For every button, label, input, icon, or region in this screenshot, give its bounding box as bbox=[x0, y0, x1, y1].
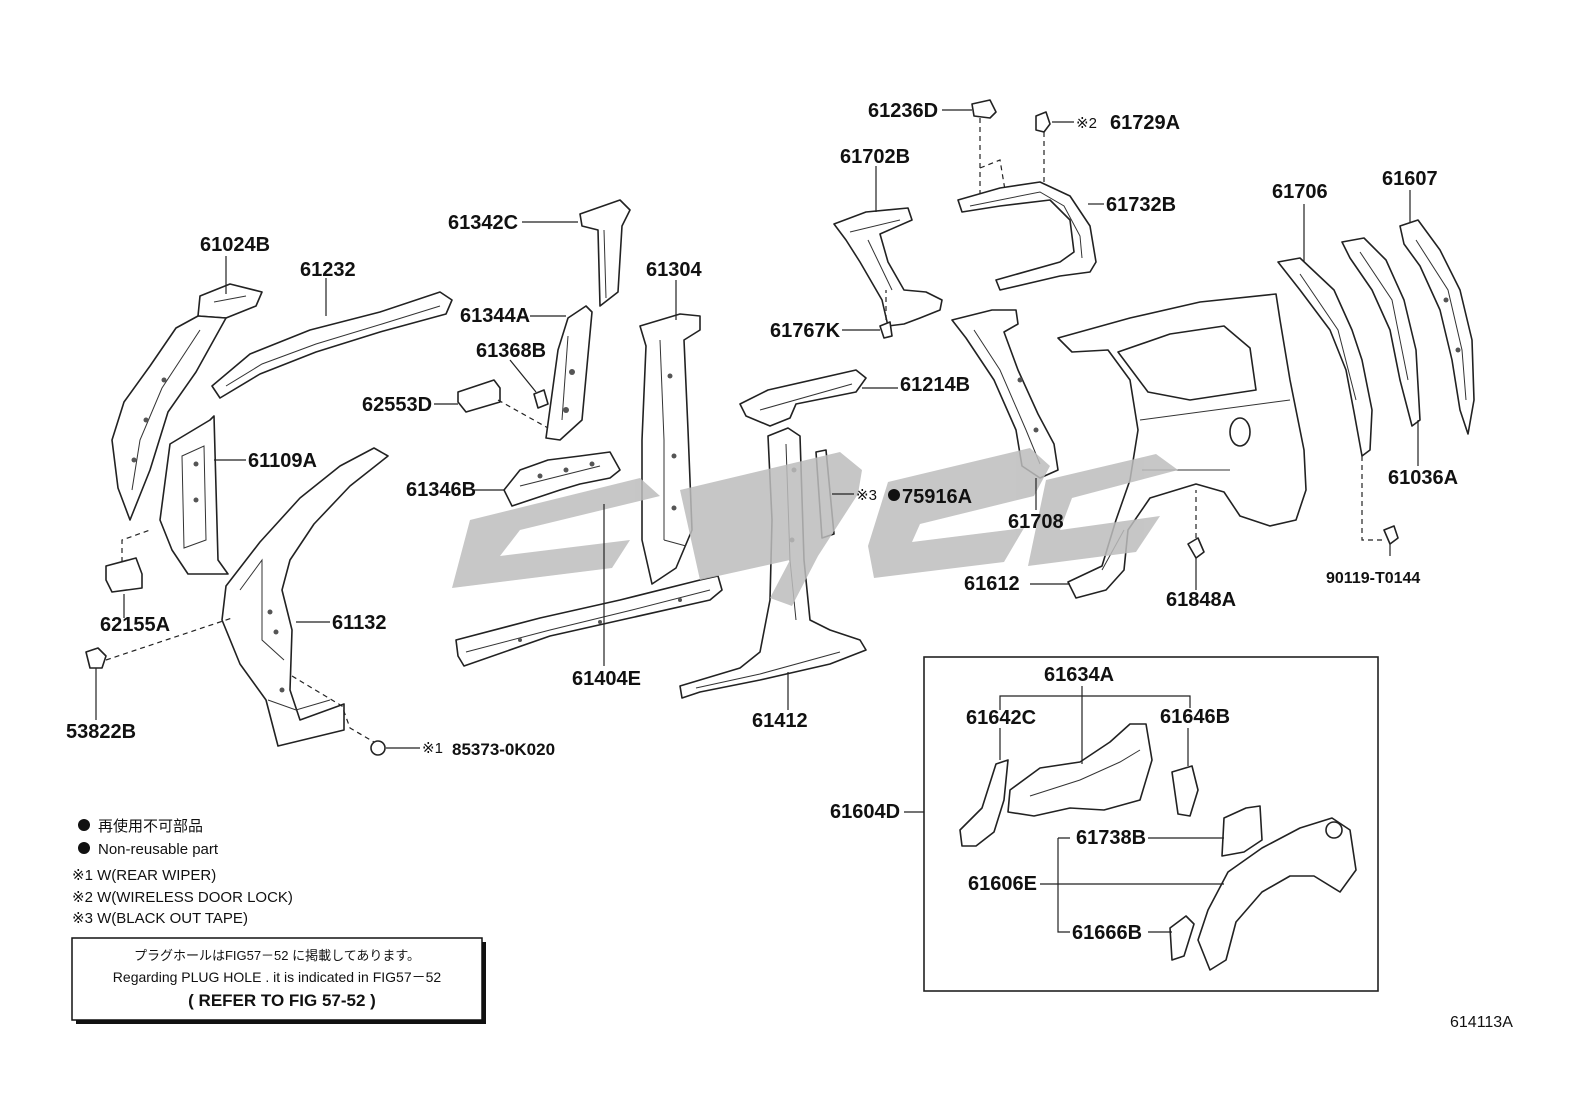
label-61738B[interactable]: 61738B bbox=[1076, 827, 1146, 849]
label-61109A[interactable]: 61109A bbox=[248, 450, 317, 472]
notice-box: プラグホールはFIG57－52 に掲載してあります。 Regarding PLU… bbox=[71, 937, 486, 1024]
label-61232[interactable]: 61232 bbox=[300, 259, 356, 281]
label-61412[interactable]: 61412 bbox=[752, 710, 808, 732]
part-61109A[interactable] bbox=[159, 415, 229, 575]
part-61346B[interactable] bbox=[503, 451, 621, 507]
label-61346B[interactable]: 61346B bbox=[406, 479, 476, 501]
note-mark-3: ※3 bbox=[856, 487, 877, 504]
label-61634A[interactable]: 61634A bbox=[1044, 664, 1114, 686]
label-61767K[interactable]: 61767K bbox=[770, 320, 841, 342]
label-61236D[interactable]: 61236D bbox=[868, 100, 938, 122]
label-61642C[interactable]: 61642C bbox=[966, 707, 1036, 729]
part-61729A[interactable] bbox=[1035, 111, 1051, 133]
label-61702B[interactable]: 61702B bbox=[840, 146, 910, 168]
label-61024B[interactable]: 61024B bbox=[200, 234, 270, 256]
part-61738B[interactable] bbox=[1221, 805, 1263, 857]
part-61404E[interactable] bbox=[455, 575, 723, 667]
label-61732B[interactable]: 61732B bbox=[1106, 194, 1176, 216]
label-61132[interactable]: 61132 bbox=[332, 612, 387, 634]
part-85373-0K020[interactable] bbox=[370, 740, 386, 756]
label-61706[interactable]: 61706 bbox=[1272, 181, 1328, 203]
part-61642C[interactable] bbox=[959, 759, 1009, 847]
label-53822B[interactable]: 53822B bbox=[66, 721, 136, 743]
part-61706[interactable] bbox=[1277, 257, 1373, 457]
label-90119-T0144[interactable]: 90119-T0144 bbox=[1326, 570, 1420, 587]
label-61708[interactable]: 61708 bbox=[1008, 511, 1064, 533]
notice-jp: プラグホールはFIG57－52 に掲載してあります。 bbox=[134, 948, 420, 963]
part-61368B[interactable] bbox=[533, 389, 549, 409]
part-61767K[interactable] bbox=[879, 321, 893, 339]
label-61368B[interactable]: 61368B bbox=[476, 340, 546, 362]
part-61344A[interactable] bbox=[545, 305, 593, 441]
label-61404E[interactable]: 61404E bbox=[572, 668, 641, 690]
part-61732B[interactable] bbox=[957, 181, 1097, 291]
part-61304[interactable] bbox=[639, 313, 701, 585]
label-61612[interactable]: 61612 bbox=[964, 573, 1020, 595]
notice-en: Regarding PLUG HOLE . it is indicated in… bbox=[113, 969, 442, 985]
label-61848A[interactable]: 61848A bbox=[1166, 589, 1236, 611]
watermark-logo bbox=[452, 448, 1178, 606]
part-61214B[interactable] bbox=[739, 369, 867, 427]
legend-dot-1 bbox=[78, 819, 90, 831]
label-61606E[interactable]: 61606E bbox=[968, 873, 1037, 895]
part-61024B[interactable] bbox=[111, 283, 263, 521]
part-90119-T0144[interactable] bbox=[1383, 525, 1399, 556]
label-61646B[interactable]: 61646B bbox=[1160, 706, 1230, 728]
notice-ref[interactable]: ( REFER TO FIG 57-52 ) bbox=[188, 991, 376, 1010]
part-61646B[interactable] bbox=[1171, 765, 1199, 817]
legend-note-3: ※3 W(BLACK OUT TAPE) bbox=[72, 910, 248, 927]
label-61304[interactable]: 61304 bbox=[646, 259, 702, 281]
label-61604D[interactable]: 61604D bbox=[830, 801, 900, 823]
label-61666B[interactable]: 61666B bbox=[1072, 922, 1142, 944]
non-reusable-dot bbox=[888, 489, 900, 501]
part-61607[interactable] bbox=[1399, 219, 1475, 435]
figure-id: 614113A bbox=[1450, 1014, 1513, 1031]
label-61607[interactable]: 61607 bbox=[1382, 168, 1438, 190]
part-62155A[interactable] bbox=[105, 557, 143, 593]
part-53822B[interactable] bbox=[85, 647, 107, 669]
part-labels: 61024B 61232 61109A 62155A 61132 53822B … bbox=[66, 100, 1458, 944]
label-61342C[interactable]: 61342C bbox=[448, 212, 518, 234]
label-85373-0K020[interactable]: 85373-0K020 bbox=[452, 740, 555, 759]
label-61729A[interactable]: 61729A bbox=[1110, 112, 1180, 134]
label-62155A[interactable]: 62155A bbox=[100, 614, 170, 636]
part-61132[interactable] bbox=[221, 447, 389, 747]
legend-note-2: ※2 W(WIRELESS DOOR LOCK) bbox=[72, 889, 293, 906]
note-mark-1: ※1 bbox=[422, 740, 443, 757]
legend-note-1: ※1 W(REAR WIPER) bbox=[72, 867, 216, 884]
part-62553D[interactable] bbox=[457, 379, 501, 413]
legend-en: Non-reusable part bbox=[98, 841, 219, 858]
label-61214B[interactable]: 61214B bbox=[900, 374, 970, 396]
label-62553D[interactable]: 62553D bbox=[362, 394, 432, 416]
legend: 再使用不可部品 Non-reusable part ※1 W(REAR WIPE… bbox=[72, 818, 293, 927]
part-61634A[interactable] bbox=[1007, 723, 1153, 817]
part-61702B[interactable] bbox=[833, 207, 943, 327]
part-61708[interactable] bbox=[951, 309, 1059, 479]
inset-box bbox=[923, 656, 1379, 992]
label-61344A[interactable]: 61344A bbox=[460, 305, 530, 327]
leader-lines bbox=[95, 109, 1419, 933]
label-61036A[interactable]: 61036A bbox=[1388, 467, 1458, 489]
part-61036A[interactable] bbox=[1341, 237, 1421, 427]
part-61666B[interactable] bbox=[1169, 915, 1195, 961]
part-61848A[interactable] bbox=[1187, 537, 1205, 559]
note-mark-2: ※2 bbox=[1076, 115, 1097, 132]
part-61606E[interactable] bbox=[1197, 817, 1357, 971]
legend-jp: 再使用不可部品 bbox=[98, 818, 203, 835]
part-61232[interactable] bbox=[211, 291, 453, 399]
part-61342C[interactable] bbox=[579, 199, 631, 307]
part-61236D[interactable] bbox=[971, 99, 997, 119]
label-75916A[interactable]: 75916A bbox=[902, 486, 972, 508]
legend-dot-2 bbox=[78, 842, 90, 854]
